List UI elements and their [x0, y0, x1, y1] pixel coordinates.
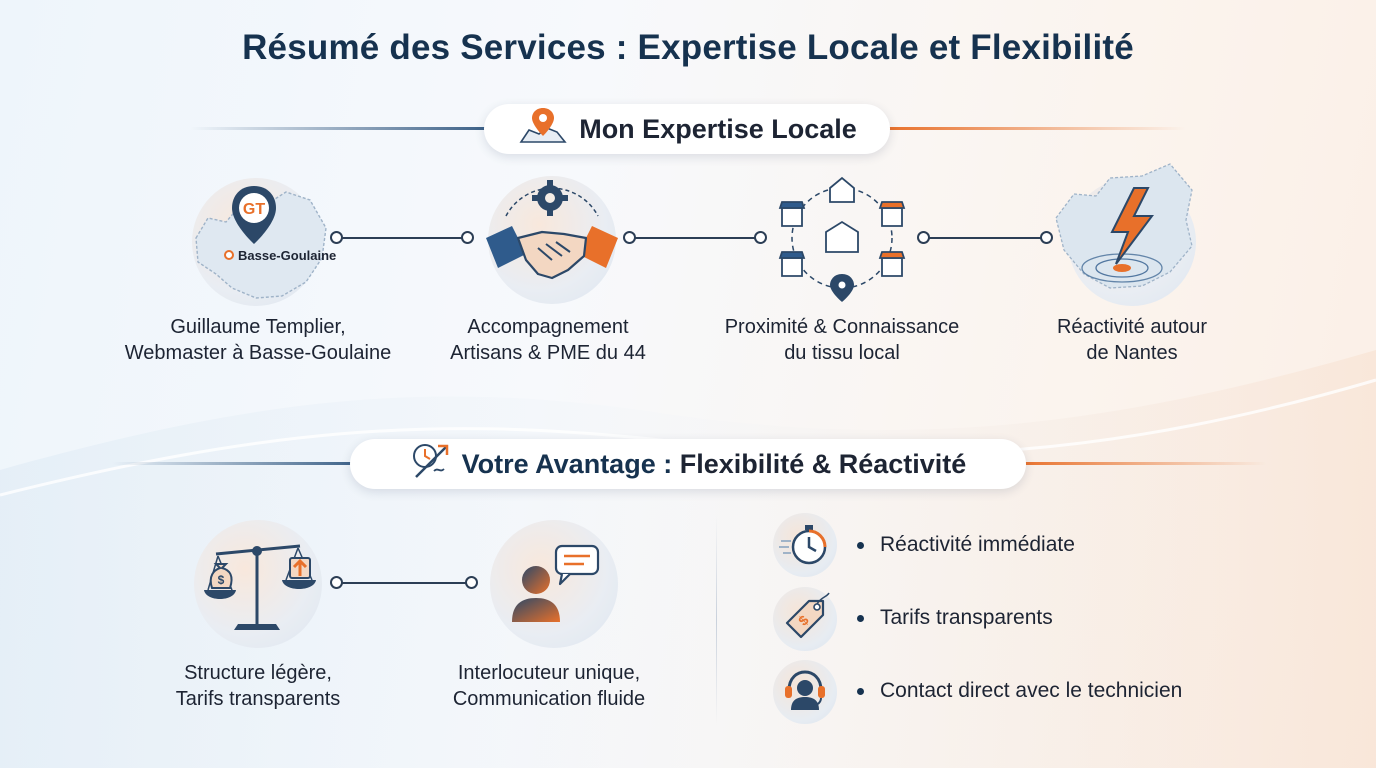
stopwatch-icon	[773, 513, 837, 577]
lightning-map-icon	[1050, 160, 1200, 300]
local-network-icon	[772, 170, 912, 304]
gt-badge: GT	[243, 201, 265, 218]
node-label: Structure légère, Tarifs transparents	[175, 662, 341, 710]
connector-dot	[917, 231, 930, 244]
vertical-divider	[716, 515, 717, 725]
connector-dot	[330, 231, 343, 244]
bullet-dot	[857, 615, 864, 622]
bullet-text: Contact direct avec le technicien	[880, 679, 1183, 702]
connector-dot	[330, 576, 343, 589]
section2-heading: Votre Avantage : Flexibilité & Réactivit…	[350, 439, 1026, 489]
connector-dot	[754, 231, 767, 244]
person-chat-icon	[490, 520, 618, 648]
map-label: Basse-Goulaine	[238, 248, 336, 263]
node-label: Guillaume Templier, Webmaster à Basse-Go…	[124, 316, 392, 364]
bullet-text: Tarifs transparents	[880, 606, 1053, 629]
balance-scale-icon: $	[194, 520, 322, 648]
node-label: Réactivité autour de Nantes	[1056, 316, 1208, 364]
price-tag-icon: $	[773, 587, 837, 651]
node-circle	[490, 520, 618, 648]
connector-dot	[465, 576, 478, 589]
connector-dot	[1040, 231, 1053, 244]
bullet-dot	[857, 688, 864, 695]
connector	[925, 237, 1047, 239]
connector-dot	[623, 231, 636, 244]
node-label: Proximité & Connaissance du tissu local	[724, 316, 960, 364]
section1-rule-right	[886, 127, 1186, 130]
connector	[338, 582, 472, 584]
section2-rule-right	[1016, 462, 1266, 465]
section1-heading-text: Mon Expertise Locale	[579, 113, 857, 144]
headset-icon	[773, 660, 837, 724]
location-map-icon: GT Basse-Goulaine	[186, 178, 356, 306]
connector	[630, 237, 760, 239]
svg-text:$: $	[218, 573, 225, 587]
section1-heading: Mon Expertise Locale	[484, 104, 890, 154]
node-label: Interlocuteur unique, Communication flui…	[452, 662, 646, 710]
clock-arrow-icon	[410, 441, 452, 488]
page-title: Résumé des Services : Expertise Locale e…	[242, 28, 1134, 67]
section2-heading-part2: Flexibilité & Réactivité	[679, 448, 967, 479]
node-label: Accompagnement Artisans & PME du 44	[450, 316, 646, 364]
handshake-gear-icon	[482, 176, 622, 304]
connector-dot	[461, 231, 474, 244]
section2-heading-part1: Votre Avantage :	[461, 448, 673, 479]
section2-rule-left	[112, 462, 360, 465]
bullet-dot	[857, 542, 864, 549]
bullet-text: Réactivité immédiate	[880, 533, 1075, 556]
connector	[338, 237, 468, 239]
section1-rule-left	[190, 127, 490, 130]
map-pin-icon	[517, 106, 569, 153]
